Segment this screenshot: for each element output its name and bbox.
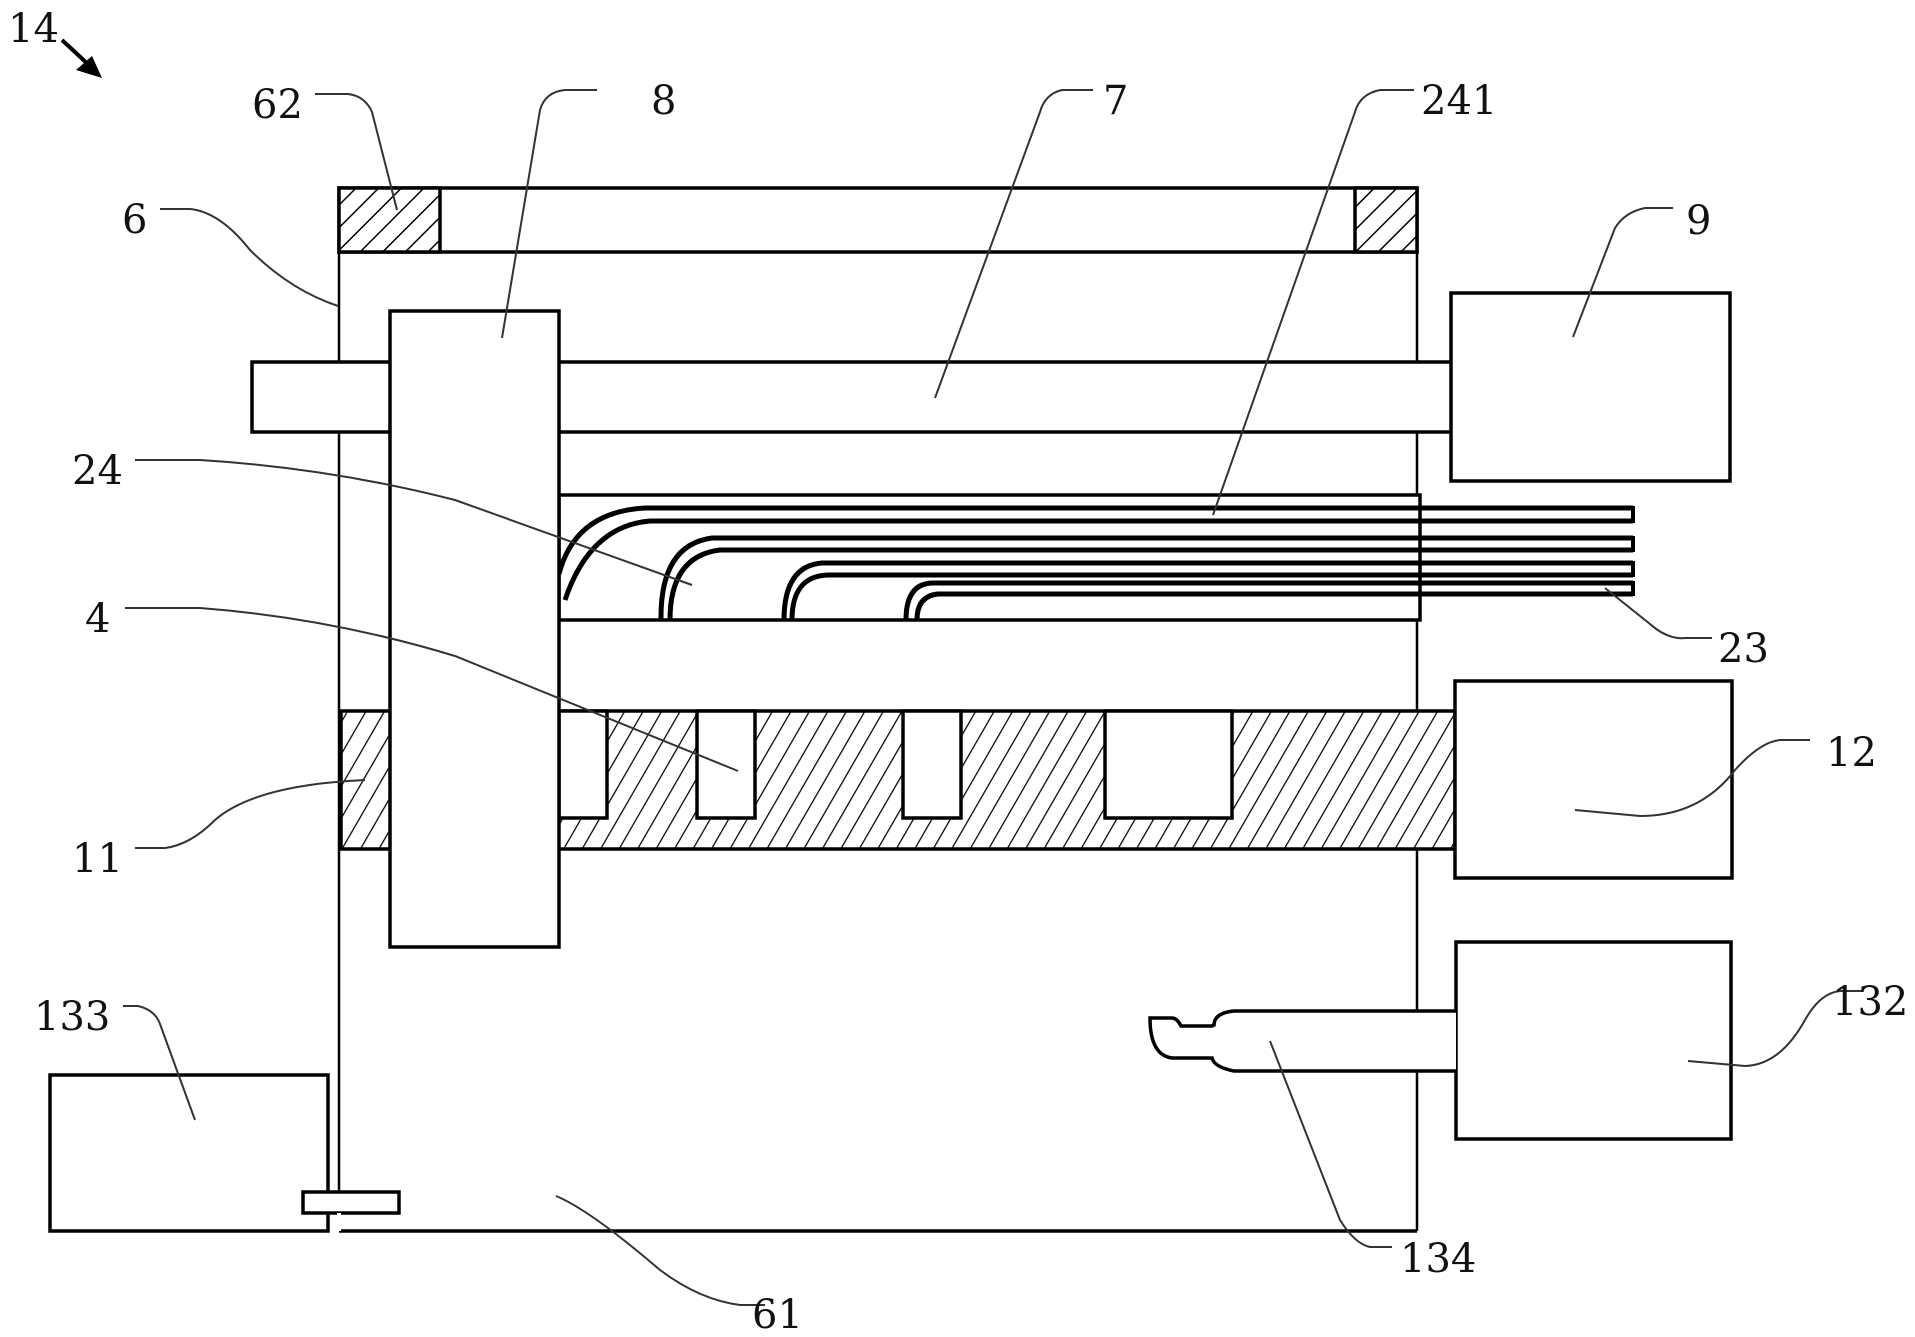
arrow-head-icon [76, 56, 102, 78]
label-23: 23 [1718, 626, 1769, 672]
cutter-drive-132 [1454, 940, 1733, 1141]
label-9: 9 [1686, 198, 1711, 244]
fiber-line [789, 572, 1633, 621]
leader-132 [1687, 990, 1862, 1068]
fiber-line [658, 535, 1633, 621]
arrow-shaft [60, 38, 92, 68]
leader-9 [1572, 207, 1673, 338]
label-12: 12 [1826, 730, 1877, 776]
leader-12 [1574, 739, 1810, 818]
label-6: 6 [122, 197, 147, 243]
label-14: 14 [8, 6, 59, 52]
label-132: 132 [1832, 979, 1908, 1025]
leader-241 [1212, 89, 1414, 516]
fiber-line [903, 580, 1633, 621]
leader-7 [934, 89, 1093, 399]
leader-24 [135, 459, 693, 586]
leader-4 [125, 607, 739, 772]
groove-slot-4 [901, 709, 963, 820]
seal-62-right [1353, 186, 1419, 254]
leader-8 [501, 89, 597, 339]
label-133: 133 [34, 994, 110, 1040]
label-241: 241 [1421, 78, 1497, 124]
groove-slot-4 [557, 709, 609, 820]
groove-slot-4 [1103, 709, 1234, 820]
label-62: 62 [252, 82, 303, 128]
rail-drive-12 [1453, 679, 1734, 880]
label-61: 61 [752, 1292, 803, 1337]
leader-lines [123, 89, 1862, 1306]
label-134: 134 [1400, 1236, 1476, 1282]
leader-11 [135, 779, 366, 849]
label-7: 7 [1103, 78, 1128, 124]
assembly-indicator: 14 [8, 6, 102, 78]
seal-62-left [337, 186, 442, 254]
carriage-block-8 [388, 309, 561, 949]
leader-134 [1269, 1040, 1392, 1248]
label-24: 24 [72, 448, 123, 494]
fiber-line [914, 591, 1633, 621]
fiber-holder-body [557, 493, 1422, 622]
fiber-line [556, 505, 1633, 575]
cutter-tool-134 [1148, 1009, 1456, 1073]
leader-23 [1604, 587, 1712, 640]
connector-plate [301, 1190, 401, 1215]
side-unit-133 [48, 1073, 330, 1233]
leader-6 [160, 208, 339, 307]
leader-133 [123, 1005, 196, 1121]
fiber-holder-24 [556, 493, 1635, 622]
label-4: 4 [85, 596, 110, 642]
leader-62 [315, 93, 398, 211]
fiber-line [562, 518, 1633, 601]
label-8: 8 [651, 78, 676, 124]
fiber-line [781, 560, 1633, 621]
fiber-line [667, 547, 1633, 621]
label-11: 11 [72, 836, 123, 882]
groove-slot-4 [695, 709, 757, 820]
leader-61 [555, 1195, 765, 1306]
housing-lid [337, 186, 1419, 254]
shaft-drive-9 [1449, 291, 1732, 483]
part-labels: 62 6 8 7 241 9 24 4 23 12 11 133 132 134… [34, 78, 1908, 1337]
